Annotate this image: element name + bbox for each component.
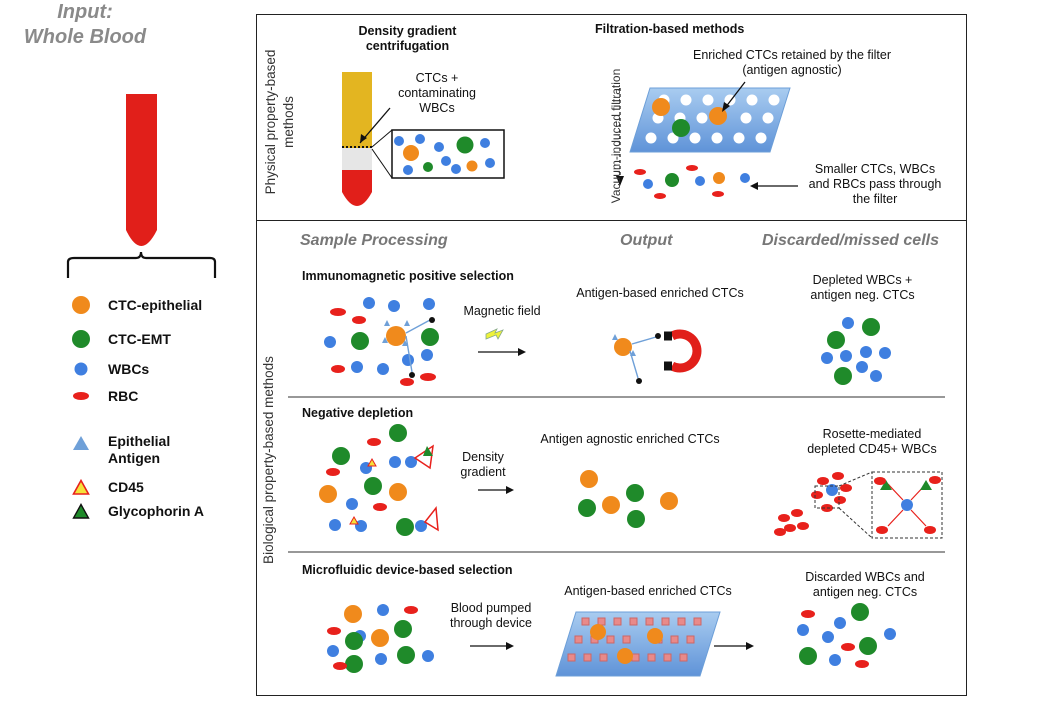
- density-callout: CTCs + contaminating WBCs: [398, 71, 476, 115]
- red-ellipse-icon: [68, 385, 94, 407]
- green-circle-icon: [68, 328, 94, 350]
- physical-side-label: Physical property-based methods: [263, 49, 296, 195]
- legend-rbc: RBC: [68, 385, 138, 407]
- filtration-title: Filtration-based methods: [595, 22, 745, 36]
- legend-cd45: CD45: [68, 476, 144, 498]
- input-title-line2: Whole Blood: [23, 26, 147, 48]
- input-title-line1: Input:: [57, 1, 113, 23]
- legend-glycophorin-a: Glycophorin A: [68, 500, 204, 522]
- negative-output: Antigen agnostic enriched CTCs: [540, 432, 720, 446]
- biological-methods-panel: [256, 220, 967, 696]
- header-discarded: Discarded/missed cells: [762, 232, 939, 249]
- biological-side-label: Biological property-based methods: [261, 356, 276, 564]
- legend-ctc-emt: CTC-EMT: [68, 328, 171, 350]
- vacuum-label: Vacuum-induced filtration: [609, 68, 623, 204]
- legend-ctc-epithelial: CTC-epithelial: [68, 294, 202, 316]
- yellow-triangle-icon: [68, 476, 94, 498]
- immuno-output: Antigen-based enriched CTCs: [576, 286, 744, 300]
- input-title: Input: Whole Blood: [0, 0, 170, 50]
- header-sample-processing: Sample Processing: [300, 232, 448, 249]
- immuno-arrow-label: Magnetic field: [463, 304, 541, 318]
- header-output: Output: [620, 232, 673, 249]
- negative-arrow-label: Density gradient: [460, 450, 506, 479]
- legend-wbcs: WBCs: [68, 358, 149, 380]
- immuno-title: Immunomagnetic positive selection: [302, 269, 514, 283]
- microfluidic-output: Antigen-based enriched CTCs: [564, 584, 732, 598]
- microfluidic-discarded: Discarded WBCs and antigen neg. CTCs: [805, 570, 925, 599]
- filtration-pass-text: Smaller CTCs, WBCs and RBCs pass through…: [808, 162, 942, 206]
- green-triangle-icon: [68, 500, 94, 522]
- density-title: Density gradient centrifugation: [358, 24, 457, 53]
- microfluidic-title: Microfluidic device-based selection: [302, 563, 513, 577]
- blue-triangle-icon: [68, 432, 94, 454]
- orange-circle-icon: [68, 294, 94, 316]
- blue-circle-icon: [68, 358, 94, 380]
- filtration-retained-text: Enriched CTCs retained by the filter (an…: [692, 48, 891, 77]
- microfluidic-arrow-label: Blood pumped through device: [449, 601, 532, 630]
- immuno-discarded: Depleted WBCs + antigen neg. CTCs: [810, 273, 915, 302]
- negative-title: Negative depletion: [302, 406, 414, 420]
- legend-epithelial-antigen: Epithelial Antigen: [68, 432, 170, 468]
- negative-discarded: Rosette-mediated depleted CD45+ WBCs: [807, 427, 937, 456]
